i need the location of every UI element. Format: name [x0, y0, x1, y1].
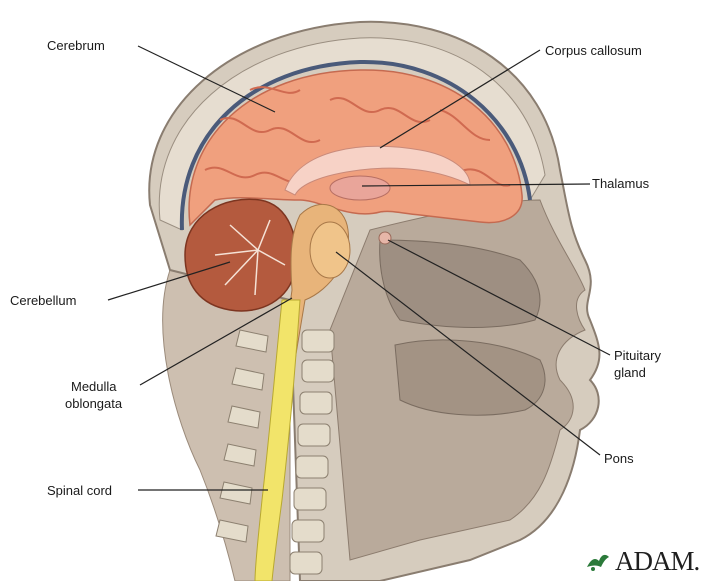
label-medulla-line1: Medulla: [65, 378, 122, 395]
label-medulla-line2: oblongata: [65, 395, 122, 412]
label-pituitary-line1: Pituitary: [614, 347, 661, 364]
label-medulla-oblongata: Medulla oblongata: [65, 378, 122, 412]
label-pons: Pons: [604, 450, 634, 467]
adam-logo: ADAM.: [585, 546, 699, 577]
pituitary-shape: [379, 232, 391, 244]
adam-logo-text: ADAM.: [615, 546, 699, 577]
label-cerebellum: Cerebellum: [10, 292, 76, 309]
label-pituitary-line2: gland: [614, 364, 661, 381]
cerebellum-shape: [185, 199, 296, 311]
adam-logo-mark-icon: [585, 549, 613, 575]
label-pituitary-gland: Pituitary gland: [614, 347, 661, 381]
pons-shape: [310, 222, 350, 278]
label-cerebrum: Cerebrum: [47, 37, 105, 54]
label-corpus-callosum: Corpus callosum: [545, 42, 642, 59]
label-thalamus: Thalamus: [592, 175, 649, 192]
thalamus-shape: [330, 176, 390, 200]
label-spinal-cord: Spinal cord: [47, 482, 112, 499]
